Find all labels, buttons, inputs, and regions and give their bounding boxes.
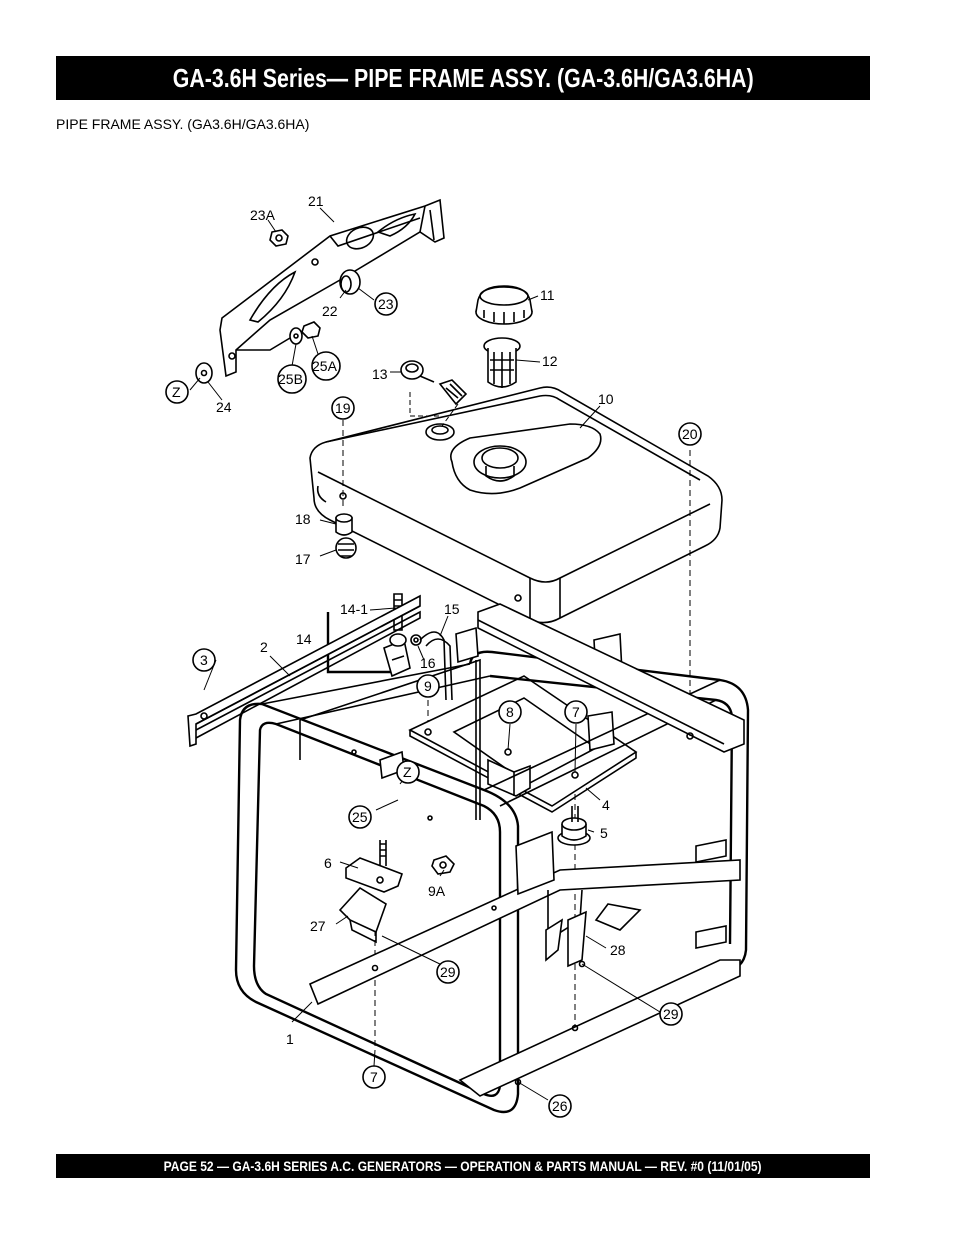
callout-27: 27 — [310, 918, 326, 934]
page-title: GA-3.6H Series— PIPE FRAME ASSY. (GA-3.6… — [172, 62, 754, 93]
callout-24: 24 — [216, 399, 232, 415]
cushion-part-18 — [335, 513, 353, 536]
page-title-bar: GA-3.6H Series— PIPE FRAME ASSY. (GA-3.6… — [56, 56, 870, 100]
callout-28: 28 — [610, 942, 626, 958]
callout-23: 23 — [378, 296, 394, 312]
filler-cap-part-11 — [475, 285, 533, 325]
nut-25A — [301, 321, 321, 339]
callout-9: 9 — [424, 678, 432, 694]
callout-20: 20 — [682, 426, 698, 442]
callout-23A: 23A — [250, 207, 276, 223]
callout-9A: 9A — [428, 883, 446, 899]
mount-bracket-part-6 — [345, 840, 404, 893]
callout-10: 10 — [598, 391, 614, 407]
callout-8: 8 — [506, 704, 514, 720]
callout-2: 2 — [260, 639, 268, 655]
fuel-tank-part-10 — [309, 386, 723, 624]
callout-12: 12 — [542, 353, 558, 369]
fuel-gauge-part-13 — [400, 360, 468, 427]
callout-1: 1 — [286, 1031, 294, 1047]
callout-5: 5 — [600, 825, 608, 841]
callout-7-upper: 7 — [572, 704, 580, 720]
grommet-part-17 — [335, 537, 357, 559]
page-footer-text: PAGE 52 — GA-3.6H SERIES A.C. GENERATORS… — [164, 1158, 762, 1174]
rail-part-2 — [187, 594, 421, 748]
callout-14: 14 — [296, 631, 312, 647]
spacer-22 — [339, 269, 361, 295]
callout-29-left: 29 — [440, 964, 456, 980]
callout-14-1: 14-1 — [340, 601, 368, 617]
callout-6: 6 — [324, 855, 332, 871]
callout-29-right: 29 — [663, 1006, 679, 1022]
callout-7-lower: 7 — [370, 1069, 378, 1085]
mount-plate-part-4 — [408, 675, 638, 813]
callout-25A: 25A — [312, 358, 338, 374]
nut-23A — [269, 229, 289, 247]
callout-Z-mid: Z — [403, 764, 412, 780]
washer-25B — [289, 327, 303, 345]
callout-13: 13 — [372, 366, 388, 382]
pipe-frame-part-1 — [234, 603, 750, 1114]
callout-17: 17 — [295, 551, 311, 567]
callout-16: 16 — [420, 655, 436, 671]
page-footer-bar: PAGE 52 — GA-3.6H SERIES A.C. GENERATORS… — [56, 1154, 870, 1178]
callout-4: 4 — [602, 797, 610, 813]
pipe-frame-exploded-diagram: 21 23A 22 23 25A 25B Z 24 11 12 13 10 19… — [165, 193, 750, 1118]
fuel-strainer-part-12 — [483, 337, 521, 388]
callout-19: 19 — [335, 400, 351, 416]
figure-caption: PIPE FRAME ASSY. (GA3.6H/GA3.6HA) — [56, 116, 310, 132]
bracket-part-21 — [219, 198, 445, 378]
callout-21: 21 — [308, 193, 324, 209]
callout-25B: 25B — [278, 371, 303, 387]
callout-11: 11 — [540, 287, 555, 303]
callout-25: 25 — [352, 809, 368, 825]
nut-part-9A — [431, 855, 455, 875]
vibration-mount-part-5 — [557, 806, 591, 846]
callout-18: 18 — [295, 511, 311, 527]
callout-22: 22 — [322, 303, 338, 319]
rubber-bracket-part-27 — [338, 886, 387, 944]
callouts: 21 23A 22 23 25A 25B Z 24 11 12 13 10 19… — [165, 193, 702, 1118]
callout-Z-top: Z — [172, 384, 181, 400]
callout-26: 26 — [552, 1098, 568, 1114]
fuel-hose-part-15 — [419, 631, 453, 701]
callout-3: 3 — [200, 652, 208, 668]
callout-15: 15 — [444, 601, 460, 617]
